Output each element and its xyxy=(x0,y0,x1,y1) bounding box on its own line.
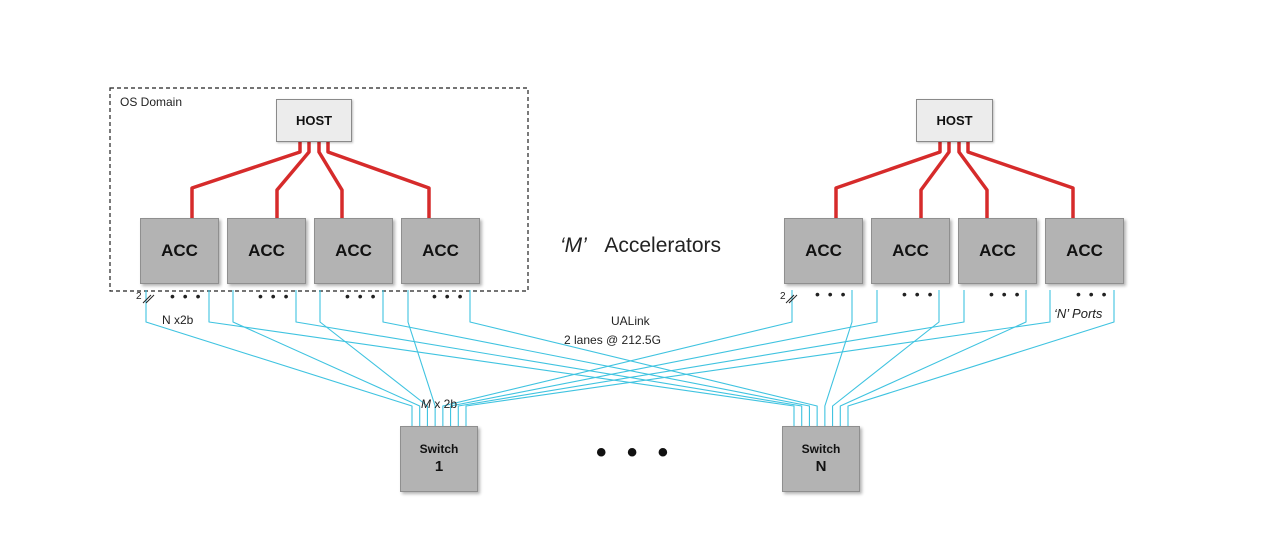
ualink-cable xyxy=(208,290,795,426)
host-link xyxy=(957,142,989,218)
ualink-cable xyxy=(232,290,421,426)
host-link xyxy=(275,142,311,218)
ualink-cable xyxy=(145,290,413,426)
port-dots: • • • xyxy=(815,286,848,302)
ualink-lanes: 2 lanes @ 212.5G xyxy=(564,333,661,347)
lane-count-label: 2 xyxy=(136,291,142,302)
ualink-cable xyxy=(847,290,1115,426)
host-link xyxy=(919,142,951,218)
accelerator-box: ACC xyxy=(1045,218,1124,284)
lane-count-label: 2 xyxy=(780,291,786,302)
port-dots: • • • xyxy=(989,286,1022,302)
host-link xyxy=(834,142,942,218)
ualink-cable xyxy=(839,290,1027,426)
switch-ports-m: M xyxy=(421,397,431,411)
ualink-cable xyxy=(469,290,818,426)
accelerator-box: ACC xyxy=(401,218,480,284)
switch-title: Switch xyxy=(419,441,459,456)
port-dots: • • • xyxy=(902,286,935,302)
port-dots: • • • xyxy=(1076,286,1109,302)
port-dots: • • • xyxy=(258,288,291,304)
ualink-cable xyxy=(832,290,940,426)
lane-slash-marks xyxy=(142,294,798,304)
n-ports-label: ‘N’ Ports xyxy=(1054,306,1103,321)
ualink-cable xyxy=(295,290,803,426)
switch-ports-x2b: x 2b xyxy=(431,397,458,411)
ualink-cable xyxy=(442,290,793,426)
switch-box-n: Switch N xyxy=(782,426,860,492)
host-link xyxy=(966,142,1075,218)
ualink-cable xyxy=(457,290,965,426)
ualink-cable xyxy=(450,290,878,426)
switch-number: 1 xyxy=(434,457,444,475)
accelerator-box: ACC xyxy=(140,218,219,284)
ualink-cable xyxy=(319,290,428,426)
host-link xyxy=(326,142,431,218)
ualink-cables xyxy=(145,290,1115,426)
switch-title: Switch xyxy=(801,441,841,456)
accelerators-count-symbol: ‘M’ xyxy=(560,234,587,257)
host-box-left: HOST xyxy=(276,99,352,142)
port-dots: • • • xyxy=(345,288,378,304)
host-link xyxy=(317,142,344,218)
port-dots: • • • xyxy=(170,288,203,304)
switch-ellipsis: • • • xyxy=(596,436,675,469)
host-link xyxy=(190,142,302,218)
host-accelerator-links xyxy=(190,142,1075,218)
ualink-cable xyxy=(382,290,810,426)
ualink-cable xyxy=(465,290,1051,426)
switch-box-1: Switch 1 xyxy=(400,426,478,492)
os-domain-boundary xyxy=(109,87,529,292)
accelerator-box: ACC xyxy=(784,218,863,284)
ualink-cable xyxy=(824,290,853,426)
switch-number: N xyxy=(815,457,827,475)
accelerators-caption: ‘M’ Accelerators xyxy=(560,234,721,258)
accelerator-box: ACC xyxy=(227,218,306,284)
ualink-cable xyxy=(407,290,436,426)
accelerator-box: ACC xyxy=(958,218,1037,284)
switch-ports-label: M x 2b xyxy=(421,397,457,411)
ualink-title: UALink xyxy=(611,314,650,328)
port-dots: • • • xyxy=(432,288,465,304)
host-box-right: HOST xyxy=(916,99,993,142)
accelerators-caption-text: Accelerators xyxy=(604,234,722,257)
accelerator-box: ACC xyxy=(871,218,950,284)
os-domain-label: OS Domain xyxy=(120,95,183,109)
ports-per-accelerator-label: N x2b xyxy=(162,313,194,327)
accelerator-box: ACC xyxy=(314,218,393,284)
